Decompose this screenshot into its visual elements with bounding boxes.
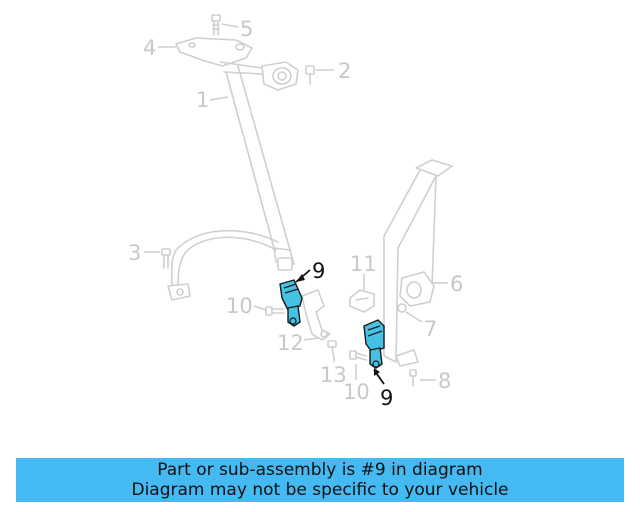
callout-10-upper: 10 (226, 294, 253, 318)
buckle-part-9-rear (363, 319, 385, 369)
buckle-part-9-front (279, 279, 303, 327)
leader-10a (253, 305, 267, 311)
callout-8: 8 (438, 369, 451, 393)
clip-part-11 (349, 289, 375, 313)
arrowhead-9a (296, 274, 305, 282)
callout-4: 4 (143, 36, 156, 60)
callout-3: 3 (128, 241, 141, 265)
callout-1: 1 (196, 88, 209, 112)
parts-diagram: 4 5 2 1 3 11 6 7 8 10 12 13 10 9 9 (128, 14, 463, 410)
leader-1 (209, 96, 229, 101)
leader-12 (303, 337, 319, 341)
retractor-mount-plate (175, 37, 253, 67)
bolt-part-10b (349, 350, 367, 361)
d-ring-part-2 (261, 61, 315, 91)
callout-12: 12 (277, 331, 304, 355)
banner-line-part-info: Part or sub-assembly is #9 in diagram (157, 460, 483, 480)
lower-anchor-part-3 (161, 229, 279, 301)
callout-10-lower: 10 (343, 380, 370, 404)
bolt-part-10a (265, 306, 285, 316)
callout-6: 6 (450, 272, 463, 296)
bolt-part-5 (211, 14, 221, 36)
info-banner: Part or sub-assembly is #9 in diagram Di… (16, 458, 624, 502)
belt-webbing-part-1 (219, 61, 295, 271)
callout-9-front: 9 (312, 259, 325, 283)
callout-11: 11 (350, 252, 377, 276)
bolt-part-13 (327, 340, 337, 359)
leader-5 (221, 23, 239, 28)
callout-7: 7 (424, 317, 437, 341)
callout-13: 13 (320, 363, 347, 387)
callout-5: 5 (240, 17, 253, 41)
callout-9-rear: 9 (380, 386, 393, 410)
leader-7 (405, 311, 423, 323)
rear-belt-assembly (383, 159, 453, 387)
arrowhead-9b (374, 368, 380, 376)
callout-2: 2 (338, 59, 351, 83)
bracket-part-12 (301, 289, 331, 341)
banner-line-disclaimer: Diagram may not be specific to your vehi… (131, 480, 509, 500)
